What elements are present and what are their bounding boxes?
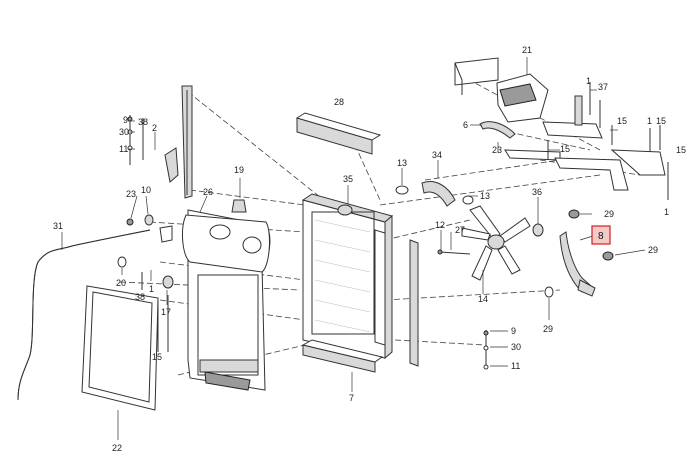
part-29-clamp-right [602,251,614,261]
part-22-grille [81,285,159,440]
callout-13: 13 [397,158,407,168]
part-bracket-small [159,225,173,243]
callout-9: 9 [511,326,516,336]
part-1-left-bracket [181,85,193,199]
callout-8: 8 [598,231,604,242]
callout-26: 26 [203,187,213,197]
part-29-clamp-bottom [544,286,554,298]
callout-30: 30 [119,127,129,137]
part-26-shroud-frame [182,209,271,391]
callout-1: 1 [664,207,669,217]
callout-11: 11 [119,144,128,154]
hardware-left-lower [141,272,169,352]
part-27-fastener [437,249,471,255]
part-17-cushion [162,275,174,289]
part-10-washer [144,214,154,226]
callout-15: 15 [560,144,570,154]
hardware-right-stack [483,330,489,370]
callout-29: 29 [543,324,553,334]
callout-15: 15 [617,116,627,126]
callout-27: 27 [455,225,465,235]
part-2-bracket [164,147,179,183]
callout-13: 13 [480,191,490,201]
callout-23: 23 [126,189,136,199]
callout-11: 11 [511,361,520,371]
callout-15: 15 [656,116,666,126]
callout-22: 22 [112,443,122,453]
callout-1: 1 [647,116,652,126]
callout-23: 23 [492,145,502,155]
hardware-top-right [547,82,669,200]
callout-38: 38 [138,117,148,127]
callout-2: 2 [152,123,157,133]
part-8-lower-hose [559,231,596,297]
part-21-expansion-tank [454,57,549,123]
part-34-upper-hose [421,181,456,207]
callout-36: 36 [532,187,542,197]
radiator-side-bracket [374,229,419,367]
callout-29: 29 [604,209,614,219]
callout-15: 15 [676,145,686,155]
callout-38: 38 [135,292,145,302]
callout-19: 19 [234,165,244,175]
callout-20: 20 [116,278,126,288]
callout-21: 21 [522,45,532,55]
callout-14: 14 [478,294,488,304]
callout-31: 31 [53,221,63,231]
highlighted-callout-8[interactable]: 8 [591,225,611,245]
callout-15: 15 [152,352,162,362]
part-13-clamp-lower [462,195,474,205]
part-29-clamp-top [568,209,580,219]
callout-leaders [61,57,646,392]
callout-35: 35 [343,174,353,184]
part-14-fan [461,205,531,294]
callout-9: 9 [123,115,128,125]
callout-17: 17 [161,307,171,317]
callout-34: 34 [432,150,442,160]
part-36-fan-spacer [532,223,544,237]
callout-1: 1 [149,284,154,294]
right-mounting-brackets [504,95,666,191]
callout-7: 7 [349,393,354,403]
callout-1: 1 [586,76,591,86]
part-28-top-seal [295,112,382,155]
callout-30: 30 [511,342,521,352]
part-20-grommet [117,256,127,268]
callout-labels: 21 1 37 15 1 15 15 1 6 23 15 9 38 30 2 1… [53,45,686,453]
part-6-tank-bracket [479,121,516,139]
callout-10: 10 [141,185,151,195]
part-23-fastener-left [126,218,134,226]
part-13-clamp-upper [395,185,409,195]
callout-28: 28 [334,97,344,107]
callout-29: 29 [648,245,658,255]
callout-12: 12 [435,220,445,230]
part-19-clip [231,199,247,213]
callout-6: 6 [463,120,468,130]
callout-37: 37 [598,82,608,92]
part-7-bottom-seal [301,339,384,373]
